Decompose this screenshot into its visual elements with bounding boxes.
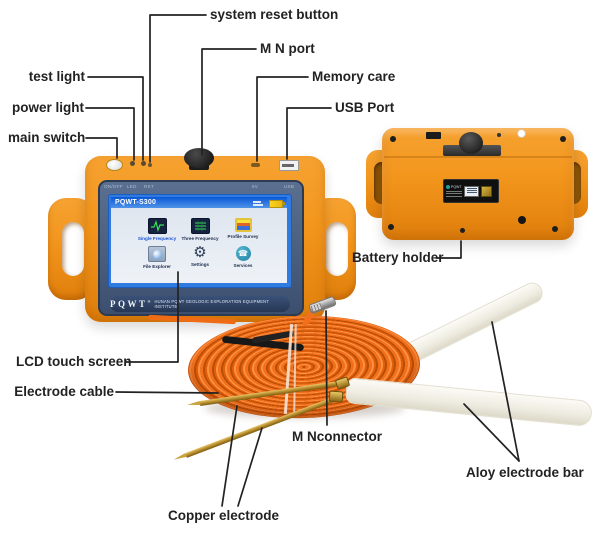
battery-seam	[384, 156, 572, 158]
label-mn-port: M N port	[260, 41, 315, 56]
app-label: File Explorer	[143, 263, 171, 269]
panel-label-rst: RST	[144, 184, 154, 189]
label-mn-connector: M Nconnector	[292, 429, 383, 444]
right-handle-hole	[326, 222, 348, 276]
label-power-light: power light	[12, 100, 84, 115]
screw	[552, 226, 558, 232]
system-reset-button[interactable]	[148, 163, 152, 167]
plate-emblem	[481, 185, 492, 197]
status-text-decoration	[253, 204, 263, 206]
three-frequency-icon	[190, 218, 210, 234]
screw	[388, 224, 394, 230]
test-light	[141, 161, 146, 166]
app-profile-survey[interactable]: Profile Survey	[220, 218, 266, 239]
label-aloy-electrode-bar: Aloy electrode bar	[466, 465, 584, 480]
label-memory-care: Memory care	[312, 69, 396, 84]
screw	[390, 136, 396, 142]
app-single-frequency[interactable]: Single Frequency	[134, 218, 180, 241]
app-label: Services	[233, 262, 253, 268]
lens-icon	[148, 246, 166, 262]
app-label: Single Frequency	[137, 235, 177, 241]
battery-label-plate: PQWT	[443, 179, 499, 203]
alloy-electrode-bar-lower	[344, 377, 594, 428]
panel-label-onoff: ON/OFF	[104, 184, 123, 189]
app-settings[interactable]: ⚙ Settings	[177, 245, 223, 267]
brand-logo: PQWT®	[110, 299, 151, 309]
battery-port	[426, 132, 441, 139]
battery-indicator	[517, 129, 526, 138]
app-label: Three Frequency	[181, 235, 219, 241]
brass-fitting	[328, 390, 344, 403]
mn-port-knob[interactable]	[184, 148, 214, 168]
app-label: Settings	[190, 261, 210, 267]
screen-titlebar: PQWT-S300	[111, 197, 287, 208]
screen-title: PQWT-S300	[115, 199, 157, 206]
battery-icon	[269, 200, 285, 208]
label-lcd-touch-screen: LCD touch screen	[16, 354, 132, 369]
label-test-light: test light	[28, 69, 85, 84]
institute-text: HUNAN PQWT GEOLOGIC EXPLORATION EQUIPMEN…	[154, 299, 269, 309]
label-main-switch: main switch	[8, 130, 86, 145]
memory-card-slot[interactable]	[251, 163, 260, 167]
screw	[560, 136, 566, 142]
app-three-frequency[interactable]: Three Frequency	[177, 218, 223, 241]
panel-label-usb: USB	[284, 184, 295, 189]
status-text-decoration	[253, 201, 261, 203]
label-copper-electrode: Copper electrode	[168, 508, 280, 523]
lcd-touch-screen[interactable]	[111, 197, 287, 283]
label-system-reset-button: system reset button	[210, 7, 339, 22]
battery-knob[interactable]	[459, 132, 483, 154]
main-switch[interactable]	[106, 159, 123, 171]
power-light	[130, 161, 135, 166]
app-file-explorer[interactable]: File Explorer	[134, 246, 180, 269]
brand-bar: PQWT® HUNAN PQWT GEOLOGIC EXPLORATION EQ…	[110, 296, 290, 312]
label-battery-holder: Battery holder	[352, 250, 444, 265]
panel-label-led: LED	[127, 184, 137, 189]
gear-icon: ⚙	[193, 244, 207, 261]
usb-port[interactable]	[279, 160, 299, 171]
phone-icon: ☎	[235, 246, 251, 261]
profile-map-icon	[234, 218, 252, 232]
plate-display	[464, 185, 479, 197]
waveform-icon	[147, 218, 167, 234]
battery-dot	[497, 133, 501, 137]
screw	[460, 228, 465, 233]
panel-label-5v: 5V	[252, 184, 259, 189]
label-usb-port: USB Port	[335, 100, 395, 115]
battery-socket	[518, 216, 526, 224]
app-label: Profile Survey	[227, 233, 259, 239]
left-handle-hole	[62, 222, 84, 276]
app-services[interactable]: ☎ Services	[220, 246, 266, 268]
plate-brand: PQWT	[446, 185, 462, 190]
label-electrode-cable: Electrode cable	[14, 384, 114, 399]
